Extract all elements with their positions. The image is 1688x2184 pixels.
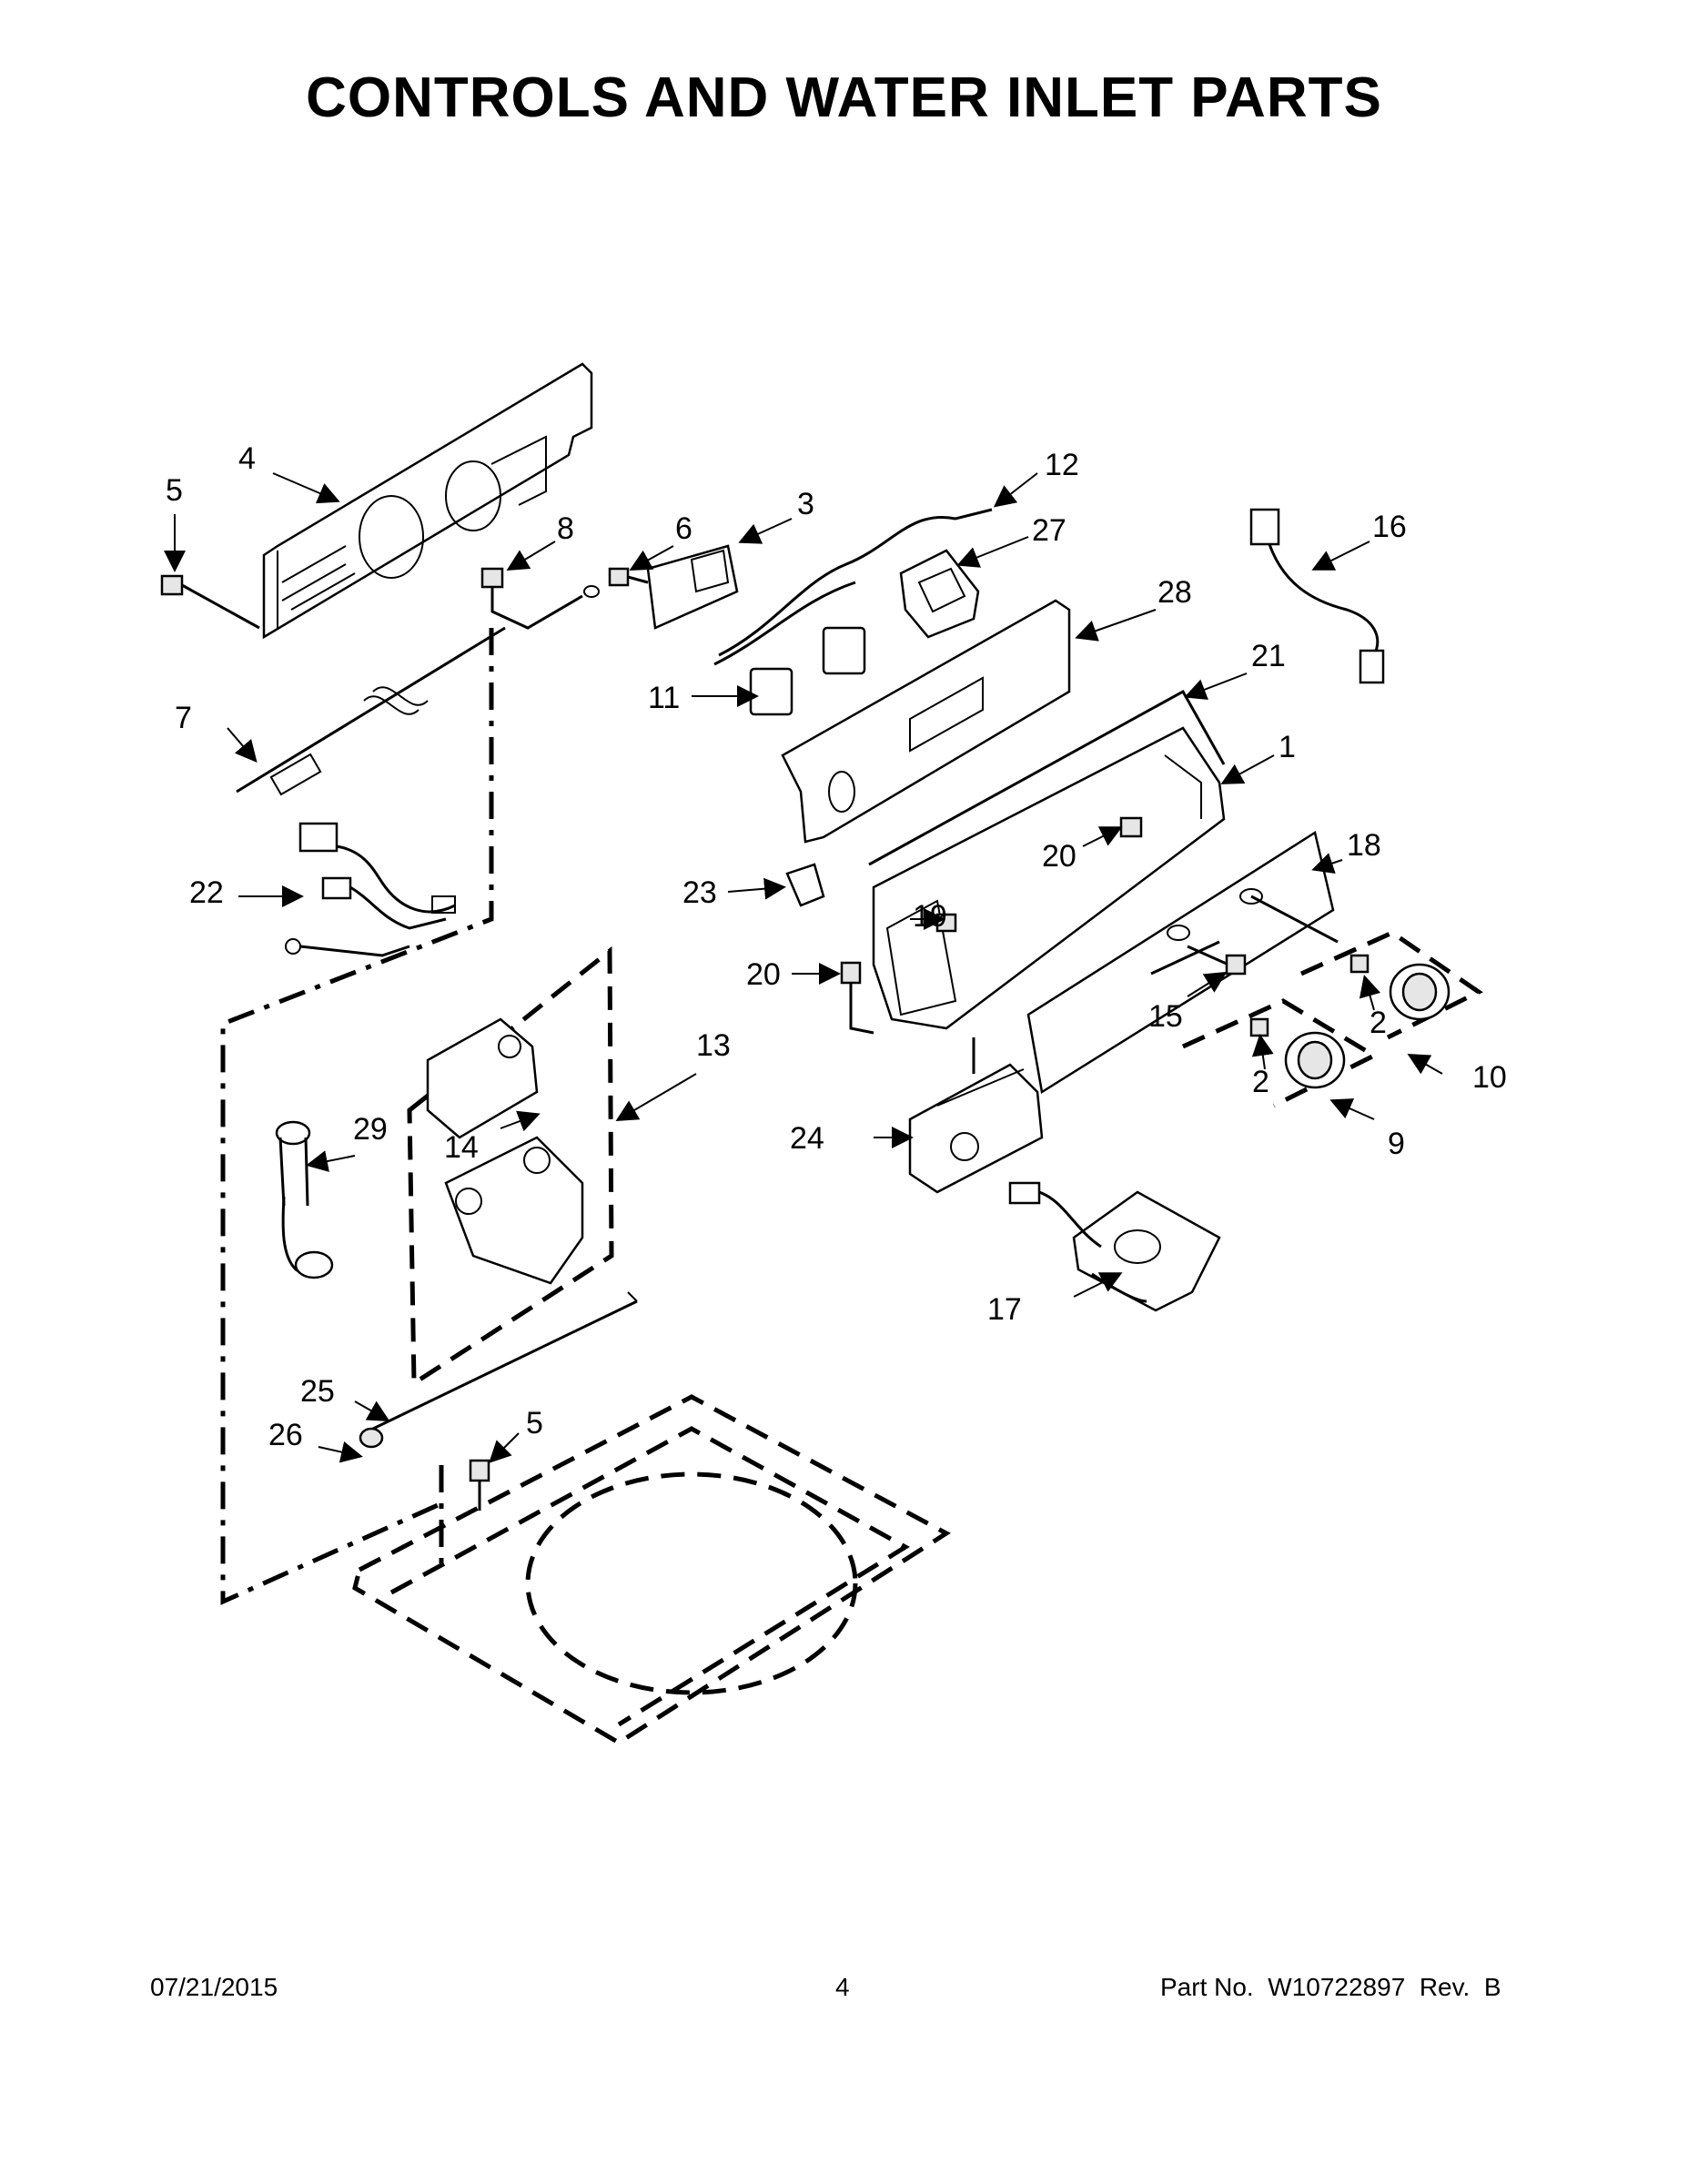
clip-23 [785, 863, 825, 907]
callout-13: 13 [696, 1028, 731, 1063]
washer-top-outline [352, 1394, 951, 1745]
console-back-plate-28 [781, 599, 1071, 844]
callout-2-left: 2 [1252, 1065, 1269, 1099]
page-title: CONTROLS AND WATER INLET PARTS [306, 66, 1382, 129]
screw-20-upper [1119, 816, 1143, 838]
callout-leaders [164, 472, 1443, 1463]
hose-29 [275, 1120, 334, 1279]
callout-14: 14 [444, 1130, 479, 1165]
wire-harness-22 [285, 822, 456, 957]
callout-20-lower: 20 [746, 957, 781, 992]
callout-2-right: 2 [1370, 1006, 1387, 1040]
callout-22: 22 [189, 875, 224, 910]
callout-5-bottom: 5 [526, 1406, 543, 1441]
wire-and-switches [713, 508, 993, 716]
callout-27: 27 [1032, 513, 1066, 548]
callout-10: 10 [1472, 1060, 1507, 1095]
overlay-panel-18 [1026, 831, 1339, 1095]
footer-date: 07/21/2015 [150, 1973, 278, 2001]
callout-19: 19 [913, 899, 947, 934]
screw-5-top [160, 574, 260, 630]
callout-6: 6 [675, 511, 692, 546]
ui-board-24 [908, 1037, 1044, 1194]
control-console-21 [868, 689, 1226, 1030]
screw-5-bottom [469, 1459, 490, 1511]
callout-18: 18 [1347, 828, 1381, 863]
callout-17: 17 [987, 1292, 1022, 1327]
callout-7: 7 [175, 701, 192, 735]
callout-12: 12 [1045, 448, 1079, 482]
screw-20-lower [840, 961, 874, 1035]
callout-5-top: 5 [166, 473, 183, 508]
bracket-assembly-17 [1008, 1181, 1221, 1312]
bracket-27 [899, 549, 980, 639]
callout-20-upper: 20 [1042, 839, 1076, 874]
callout-21: 21 [1251, 639, 1286, 673]
callout-1: 1 [1279, 730, 1296, 764]
callout-16: 16 [1372, 510, 1407, 544]
callout-29: 29 [353, 1112, 388, 1147]
callout-9: 9 [1388, 1127, 1405, 1161]
callout-23: 23 [682, 875, 717, 910]
callout-26: 26 [268, 1418, 303, 1452]
knob-10 [1299, 930, 1483, 1040]
ground-wire-8 [480, 567, 600, 630]
footer-page-number: 4 [835, 1973, 850, 2001]
callout-3: 3 [797, 487, 814, 521]
wire-harness-7 [236, 626, 506, 796]
callout-28: 28 [1157, 575, 1192, 610]
callout-8: 8 [557, 511, 574, 546]
tube-25 [359, 1291, 638, 1449]
callout-11: 11 [648, 681, 680, 715]
control-board-3 [608, 544, 739, 630]
footer-part-number: Part No. W10722897 Rev. B [1160, 1973, 1501, 2001]
callout-25: 25 [300, 1374, 335, 1409]
callout-15: 15 [1148, 999, 1183, 1034]
callout-24: 24 [790, 1121, 824, 1156]
inlet-valve-box-13 [407, 945, 614, 1388]
wire-harness-16 [1249, 508, 1385, 684]
shaft-15 [1150, 940, 1247, 976]
knob-9 [1181, 998, 1380, 1108]
rear-console-panel [262, 362, 593, 640]
callout-4: 4 [238, 441, 256, 476]
